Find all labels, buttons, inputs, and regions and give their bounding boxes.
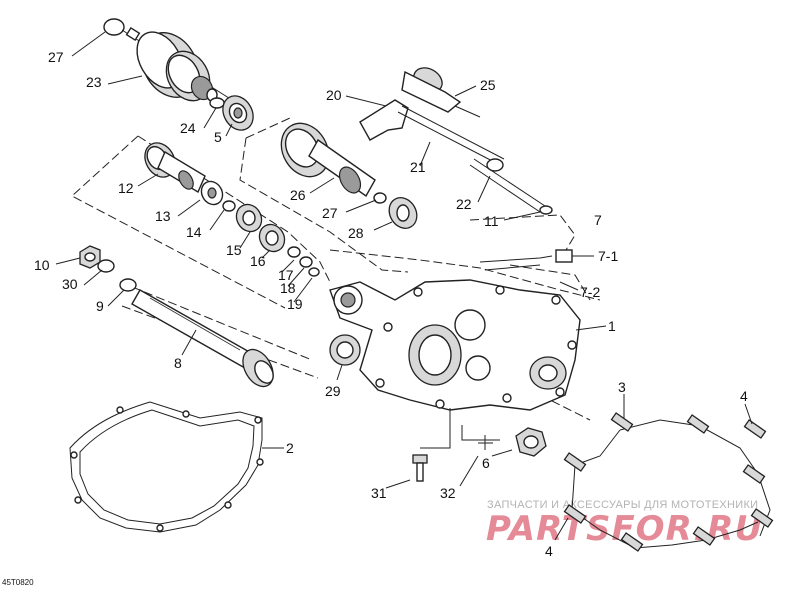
washer-27-top <box>103 18 125 36</box>
nut-6 <box>515 427 547 457</box>
callout-26: 26 <box>290 187 306 203</box>
sensor-assembly-7 <box>479 249 594 271</box>
clutch-drum-assembly <box>103 18 233 102</box>
gasket-2 <box>69 401 264 533</box>
callout-21: 21 <box>410 159 426 175</box>
callout-7-2: 7-2 <box>580 284 600 300</box>
washer-and-bearing-5 <box>209 95 254 131</box>
callout-3: 3 <box>618 379 626 395</box>
callout-10: 10 <box>34 257 50 273</box>
leader-lines <box>55 31 753 541</box>
callout-6: 6 <box>482 455 490 471</box>
callout-22: 22 <box>456 196 472 212</box>
callout-12: 12 <box>118 180 134 196</box>
watermark-tagline: ЗАПЧАСТИ И АКСЕССУАРЫ ДЛЯ МОТОТЕХНИКИ <box>487 499 758 511</box>
callout-8: 8 <box>174 355 182 371</box>
callout-25: 25 <box>480 77 496 93</box>
callout-5: 5 <box>214 129 222 145</box>
callout-7: 7 <box>594 212 602 228</box>
bolt-31-and-pin-32 <box>412 408 500 482</box>
callout-labels: 27 23 24 5 20 25 12 26 21 22 13 14 27 28… <box>34 49 748 559</box>
callout-27-top: 27 <box>48 49 64 65</box>
callout-17: 17 <box>278 267 294 283</box>
callout-23: 23 <box>86 74 102 90</box>
countershaft-gear-26 <box>280 122 418 229</box>
watermark: ЗАПЧАСТИ И АКСЕССУАРЫ ДЛЯ МОТОТЕХНИКИ PA… <box>486 499 762 549</box>
callout-11: 11 <box>484 213 499 229</box>
callout-14: 14 <box>186 224 202 240</box>
callout-19: 19 <box>287 296 303 312</box>
callout-24: 24 <box>180 120 196 136</box>
oil-seal-29 <box>329 334 361 366</box>
callout-28: 28 <box>348 225 364 241</box>
cover-bolts <box>563 412 774 552</box>
drive-gear-shaft-12 <box>144 142 320 277</box>
callout-20: 20 <box>326 87 342 103</box>
callout-9: 9 <box>96 298 104 314</box>
callout-30: 30 <box>62 276 78 292</box>
output-shaft-8 <box>131 289 274 388</box>
callout-7-1: 7-1 <box>598 248 618 264</box>
callout-2: 2 <box>286 440 294 456</box>
callout-13: 13 <box>155 208 171 224</box>
callout-1: 1 <box>608 318 616 334</box>
nut-and-washers-left <box>79 245 137 292</box>
callout-16: 16 <box>250 253 266 269</box>
shift-fork-assembly <box>359 67 553 215</box>
diagram-code: 45T0820 <box>2 578 34 587</box>
crankcase-cover-1 <box>329 279 581 411</box>
callout-18: 18 <box>280 280 296 296</box>
callout-15: 15 <box>226 242 242 258</box>
callout-29: 29 <box>325 383 341 399</box>
callout-31: 31 <box>371 485 387 501</box>
callout-4-top: 4 <box>740 388 748 404</box>
callout-32: 32 <box>440 485 456 501</box>
callout-4-bottom: 4 <box>545 543 553 559</box>
callout-27-middle: 27 <box>322 205 338 221</box>
